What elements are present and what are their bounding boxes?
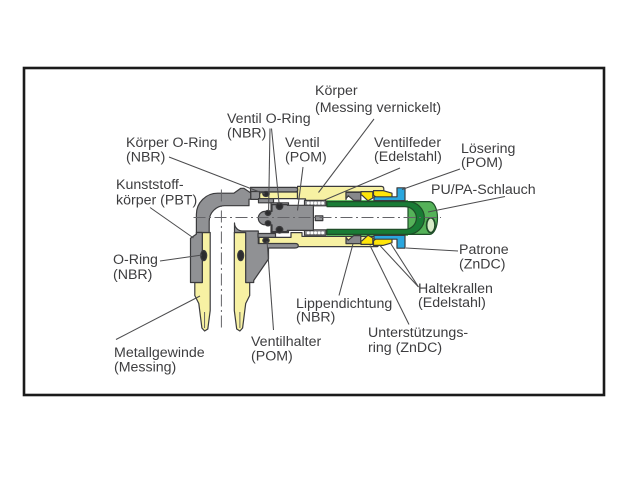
svg-text:Ventil O-Ring: Ventil O-Ring xyxy=(227,111,311,127)
svg-text:(POM): (POM) xyxy=(251,348,293,364)
svg-text:Ventil: Ventil xyxy=(285,135,320,151)
svg-text:Lippendichtung: Lippendichtung xyxy=(296,296,392,312)
svg-text:Haltekrallen: Haltekrallen xyxy=(418,281,493,297)
svg-text:ring (ZnDC): ring (ZnDC) xyxy=(368,340,442,356)
svg-text:(POM): (POM) xyxy=(461,155,503,171)
svg-text:(NBR): (NBR) xyxy=(113,267,152,283)
svg-text:Metallgewinde: Metallgewinde xyxy=(114,345,205,361)
svg-text:Unterstützungs-: Unterstützungs- xyxy=(368,325,468,341)
svg-text:(ZnDC): (ZnDC) xyxy=(459,256,506,272)
svg-text:Patrone: Patrone xyxy=(459,242,509,258)
svg-text:Körper: Körper xyxy=(315,83,358,99)
svg-text:PU/PA-Schlauch: PU/PA-Schlauch xyxy=(431,182,536,198)
svg-text:(Messing vernickelt): (Messing vernickelt) xyxy=(315,100,441,116)
svg-text:(Edelstahl): (Edelstahl) xyxy=(418,295,486,311)
svg-text:körper (PBT): körper (PBT) xyxy=(116,193,197,209)
svg-text:(NBR): (NBR) xyxy=(296,310,335,326)
svg-text:(NBR): (NBR) xyxy=(126,149,165,165)
svg-text:(Messing): (Messing) xyxy=(114,359,176,375)
svg-text:(NBR): (NBR) xyxy=(227,125,266,141)
svg-text:Ventilfeder: Ventilfeder xyxy=(374,135,441,151)
svg-text:(Edelstahl): (Edelstahl) xyxy=(374,149,442,165)
svg-text:Kunststoff-: Kunststoff- xyxy=(116,177,184,193)
svg-text:Lösering: Lösering xyxy=(461,141,515,157)
svg-text:Ventilhalter: Ventilhalter xyxy=(251,334,321,350)
svg-text:(POM): (POM) xyxy=(285,149,327,165)
svg-text:O-Ring: O-Ring xyxy=(113,252,158,268)
svg-text:Körper O-Ring: Körper O-Ring xyxy=(126,135,217,151)
